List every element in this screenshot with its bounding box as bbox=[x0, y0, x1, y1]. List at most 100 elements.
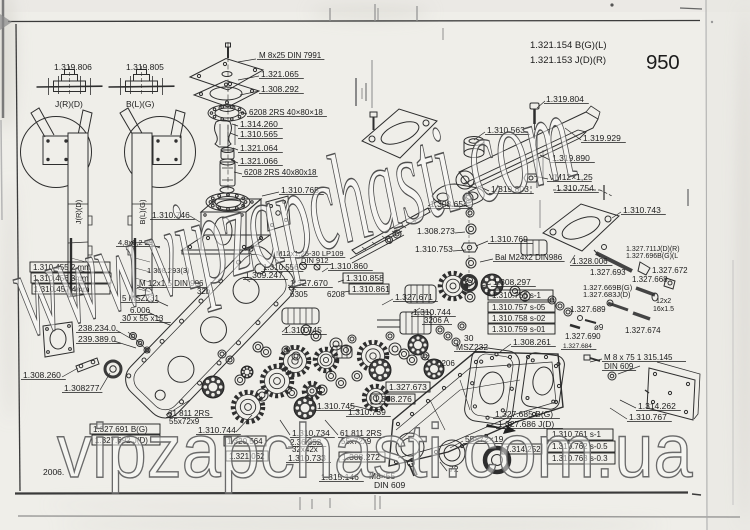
svg-text:1.327.670: 1.327.670 bbox=[290, 278, 328, 288]
svg-text:55x72x9: 55x72x9 bbox=[169, 417, 200, 426]
svg-text:1.308.272: 1.308.272 bbox=[342, 452, 380, 462]
svg-text:1.327.672: 1.327.672 bbox=[652, 266, 688, 275]
svg-text:1.314.252: 1.314.252 bbox=[505, 445, 541, 454]
svg-text:55×72×19: 55×72×19 bbox=[465, 434, 504, 444]
svg-text:vipzapchasti.com.ua: vipzapchasti.com.ua bbox=[57, 409, 693, 493]
svg-text:1.315.146: 1.315.146 bbox=[321, 472, 359, 482]
svg-text:238.234.0: 238.234.0 bbox=[78, 323, 116, 333]
svg-text:1.310.744: 1.310.744 bbox=[413, 307, 451, 317]
svg-text:1.327.711J(D)(R): 1.327.711J(D)(R) bbox=[626, 246, 680, 253]
svg-text:1.319.929: 1.319.929 bbox=[583, 133, 621, 143]
svg-text:1.321.065: 1.321.065 bbox=[261, 69, 299, 79]
svg-text:12x2: 12x2 bbox=[656, 298, 671, 305]
svg-text:1.327.689: 1.327.689 bbox=[570, 305, 606, 314]
svg-text:1.310.767: 1.310.767 bbox=[629, 412, 667, 422]
svg-text:61 811 2RS: 61 811 2RS bbox=[168, 409, 210, 418]
svg-text:1.327.674: 1.327.674 bbox=[625, 326, 661, 335]
svg-text:32x42x: 32x42x bbox=[292, 445, 318, 454]
svg-text:1.327.696B(G)(L: 1.327.696B(G)(L bbox=[626, 253, 678, 260]
svg-text:1.308.260: 1.308.260 bbox=[23, 370, 61, 380]
svg-text:1.310.733: 1.310.733 bbox=[288, 453, 326, 463]
svg-text:5 MSZ231: 5 MSZ231 bbox=[122, 294, 159, 303]
svg-text:61 811 2RS: 61 811 2RS bbox=[340, 429, 382, 438]
svg-text:1.321.154 B(G)(L): 1.321.154 B(G)(L) bbox=[530, 40, 607, 51]
svg-text:1.310.744: 1.310.744 bbox=[198, 425, 236, 435]
svg-text:1.310.756 s-1: 1.310.756 s-1 bbox=[492, 291, 541, 300]
svg-text:1.310.739: 1.310.739 bbox=[348, 407, 386, 417]
svg-text:M 8x25 DIN 7991: M 8x25 DIN 7991 bbox=[259, 51, 322, 60]
svg-text:DIN 609: DIN 609 bbox=[374, 480, 405, 490]
svg-text:1.308.292: 1.308.292 bbox=[261, 84, 299, 94]
svg-text:J(R)(D): J(R)(D) bbox=[74, 199, 83, 224]
svg-text:1.327.684: 1.327.684 bbox=[563, 343, 592, 350]
svg-text:1.308277: 1.308277 bbox=[64, 383, 100, 393]
svg-text:1.310.563: 1.310.563 bbox=[487, 125, 525, 135]
svg-text:1.310.765: 1.310.765 bbox=[281, 185, 319, 195]
svg-text:1.310.746: 1.310.746 bbox=[152, 210, 190, 220]
svg-text:1.319.806: 1.319.806 bbox=[54, 62, 92, 72]
svg-text:1.319.803: 1.319.803 bbox=[491, 184, 529, 194]
svg-text:30 x 55 x13: 30 x 55 x13 bbox=[122, 314, 164, 323]
svg-text:1.327.693: 1.327.693 bbox=[590, 268, 626, 277]
svg-text:1.327.685 B(G): 1.327.685 B(G) bbox=[495, 409, 553, 419]
svg-text:1.327.691 B(G): 1.327.691 B(G) bbox=[93, 425, 148, 434]
svg-text:M 8 x 75 1 315.145: M 8 x 75 1 315.145 bbox=[604, 353, 673, 362]
svg-text:1.310.761 s-1: 1.310.761 s-1 bbox=[552, 430, 601, 439]
svg-text:Bal M24x2 DIN986: Bal M24x2 DIN986 bbox=[495, 253, 563, 262]
svg-text:B(L)(G): B(L)(G) bbox=[138, 199, 147, 225]
svg-text:32b: 32b bbox=[197, 287, 211, 296]
svg-text:1.310.456 3mm: 1.310.456 3mm bbox=[33, 274, 89, 283]
svg-text:1.310.455 2 mm: 1.310.455 2 mm bbox=[33, 263, 91, 272]
svg-text:1.308.261: 1.308.261 bbox=[513, 337, 551, 347]
svg-text:1.328.006: 1.328.006 bbox=[572, 257, 608, 266]
svg-text:1.310.858: 1.310.858 bbox=[346, 273, 384, 283]
svg-text:1.310.745: 1.310.745 bbox=[317, 401, 355, 411]
svg-text:6.006: 6.006 bbox=[130, 306, 151, 315]
svg-text:1.321.064: 1.321.064 bbox=[240, 143, 278, 153]
svg-text:1.308.276: 1.308.276 bbox=[374, 394, 412, 404]
svg-text:1.310.758 s-02: 1.310.758 s-02 bbox=[492, 314, 546, 323]
svg-text:62: 62 bbox=[422, 355, 430, 362]
svg-text:1.327.669B(G): 1.327.669B(G) bbox=[583, 283, 633, 292]
svg-text:1.308.293(3): 1.308.293(3) bbox=[147, 266, 190, 275]
svg-text:2.36.852: 2.36.852 bbox=[290, 438, 322, 447]
svg-text:1.327.671: 1.327.671 bbox=[395, 292, 433, 302]
svg-text:M 12x1,5 DIN 906: M 12x1,5 DIN 906 bbox=[139, 279, 204, 288]
svg-text:6206: 6206 bbox=[437, 359, 455, 368]
svg-text:55x72x9: 55x72x9 bbox=[341, 437, 372, 446]
svg-text:1.308.654: 1.308.654 bbox=[430, 199, 468, 209]
svg-text:1.309.247: 1.309.247 bbox=[245, 270, 283, 280]
svg-text:J(R)(D): J(R)(D) bbox=[55, 99, 83, 109]
svg-text:1.310.556: 1.310.556 bbox=[263, 263, 299, 272]
svg-text:M12x1,25-30 LP109: M12x1,25-30 LP109 bbox=[276, 249, 344, 258]
svg-text:1.310.565: 1.310.565 bbox=[240, 129, 278, 139]
svg-text:1.310.769: 1.310.769 bbox=[490, 234, 528, 244]
svg-text:1.310.860: 1.310.860 bbox=[330, 261, 368, 271]
svg-text:72: 72 bbox=[449, 464, 459, 474]
svg-text:1.310.757 s-05: 1.310.757 s-05 bbox=[492, 303, 546, 312]
svg-text:1.327.673: 1.327.673 bbox=[389, 382, 427, 392]
svg-text:M8×55: M8×55 bbox=[369, 471, 395, 481]
svg-text:1.327.686 J(D): 1.327.686 J(D) bbox=[498, 419, 554, 429]
svg-text:ø9: ø9 bbox=[594, 323, 604, 332]
svg-text:1.327.683J(D): 1.327.683J(D) bbox=[583, 290, 631, 299]
svg-text:1.314.260: 1.314.260 bbox=[240, 119, 278, 129]
svg-text:3206 A: 3206 A bbox=[424, 316, 450, 325]
svg-text:6208 2RS 40x80x18: 6208 2RS 40x80x18 bbox=[244, 168, 317, 177]
svg-text:239.389.0: 239.389.0 bbox=[78, 334, 116, 344]
svg-text:1.310.754: 1.310.754 bbox=[556, 183, 594, 193]
svg-text:1.319.805: 1.319.805 bbox=[126, 62, 164, 72]
svg-text:16x1.5: 16x1.5 bbox=[653, 306, 674, 313]
svg-text:2006.: 2006. bbox=[43, 467, 64, 477]
svg-text:1.310.759 s-01: 1.310.759 s-01 bbox=[492, 325, 546, 334]
svg-text:1.320.564: 1.320.564 bbox=[227, 437, 263, 446]
svg-text:MSZ232: MSZ232 bbox=[456, 342, 488, 352]
svg-text:B(L)(G): B(L)(G) bbox=[126, 99, 155, 109]
svg-text:4,8x6,2 29: 4,8x6,2 29 bbox=[118, 238, 153, 247]
svg-text:1.310.763 s-0.3: 1.310.763 s-0.3 bbox=[552, 454, 608, 463]
svg-text:VM12×1,25: VM12×1,25 bbox=[549, 172, 593, 182]
svg-text:1.310.457 4mm: 1.310.457 4mm bbox=[34, 285, 90, 294]
svg-text:1.310.734: 1.310.734 bbox=[292, 428, 330, 438]
svg-text:950: 950 bbox=[646, 51, 679, 74]
svg-text:1.310.753: 1.310.753 bbox=[415, 244, 453, 254]
